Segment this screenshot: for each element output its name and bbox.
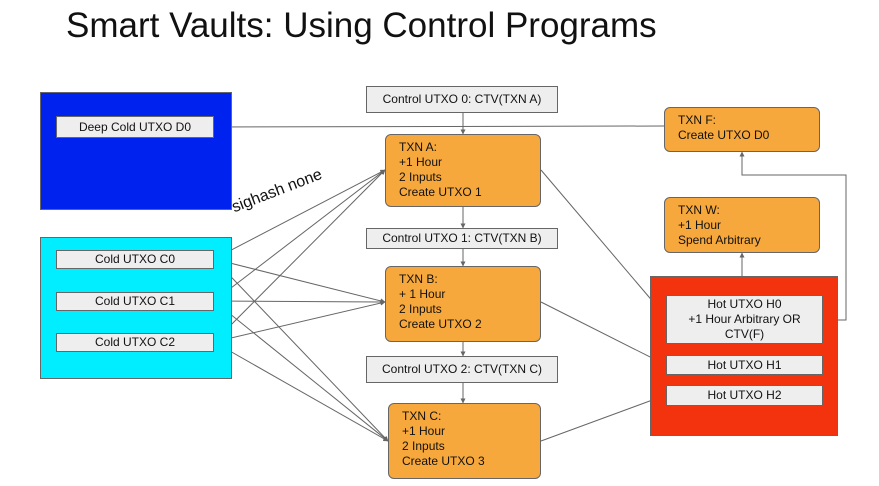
edge-c0-txna [213, 169, 386, 260]
edge-txna-h0 [540, 169, 667, 318]
txn-b: TXN B: + 1 Hour 2 Inputs Create UTXO 2 [385, 266, 541, 342]
edge-c1-txnb [213, 299, 386, 305]
deep-cold-utxo-d0: Deep Cold UTXO D0 [56, 116, 214, 138]
edge-c0-txnb [213, 258, 386, 304]
cold-utxo-c1: Cold UTXO C1 [56, 292, 214, 311]
txn-f: TXN F: Create UTXO D0 [664, 107, 820, 152]
hot-utxo-h0: Hot UTXO H0 +1 Hour Arbitrary OR CTV(F) [666, 295, 823, 344]
control-utxo-0: Control UTXO 0: CTV(TXN A) [366, 86, 558, 113]
cold-utxo-c2: Cold UTXO C2 [56, 333, 214, 352]
edge-c2-txnb [213, 300, 386, 343]
edge-c0-txnc [213, 258, 389, 442]
control-utxo-1: Control UTXO 1: CTV(TXN B) [366, 228, 558, 249]
txn-c: TXN C: +1 Hour 2 Inputs Create UTXO 3 [388, 403, 541, 479]
edge-c1-txnc [213, 300, 389, 442]
edge-c2-txnc [213, 341, 389, 442]
edge-h0-txnf [739, 151, 847, 321]
deep-cold-region [40, 92, 232, 210]
cold-utxo-c0: Cold UTXO C0 [56, 250, 214, 269]
hot-utxo-h1: Hot UTXO H1 [666, 355, 823, 375]
edge-c2-txna [213, 169, 386, 343]
control-utxo-2: Control UTXO 2: CTV(TXN C) [366, 356, 558, 383]
txn-w: TXN W: +1 Hour Spend Arbitrary [664, 197, 820, 253]
hot-utxo-h2: Hot UTXO H2 [666, 385, 823, 406]
slide-title: Smart Vaults: Using Control Programs [66, 6, 657, 45]
edge-txnb-h1 [540, 301, 667, 366]
edge-c1-txna [213, 169, 386, 302]
edge-txnc-h2 [540, 394, 667, 442]
txn-a: TXN A: +1 Hour 2 Inputs Create UTXO 1 [385, 134, 541, 207]
edge-txnf-d0 [213, 124, 665, 130]
